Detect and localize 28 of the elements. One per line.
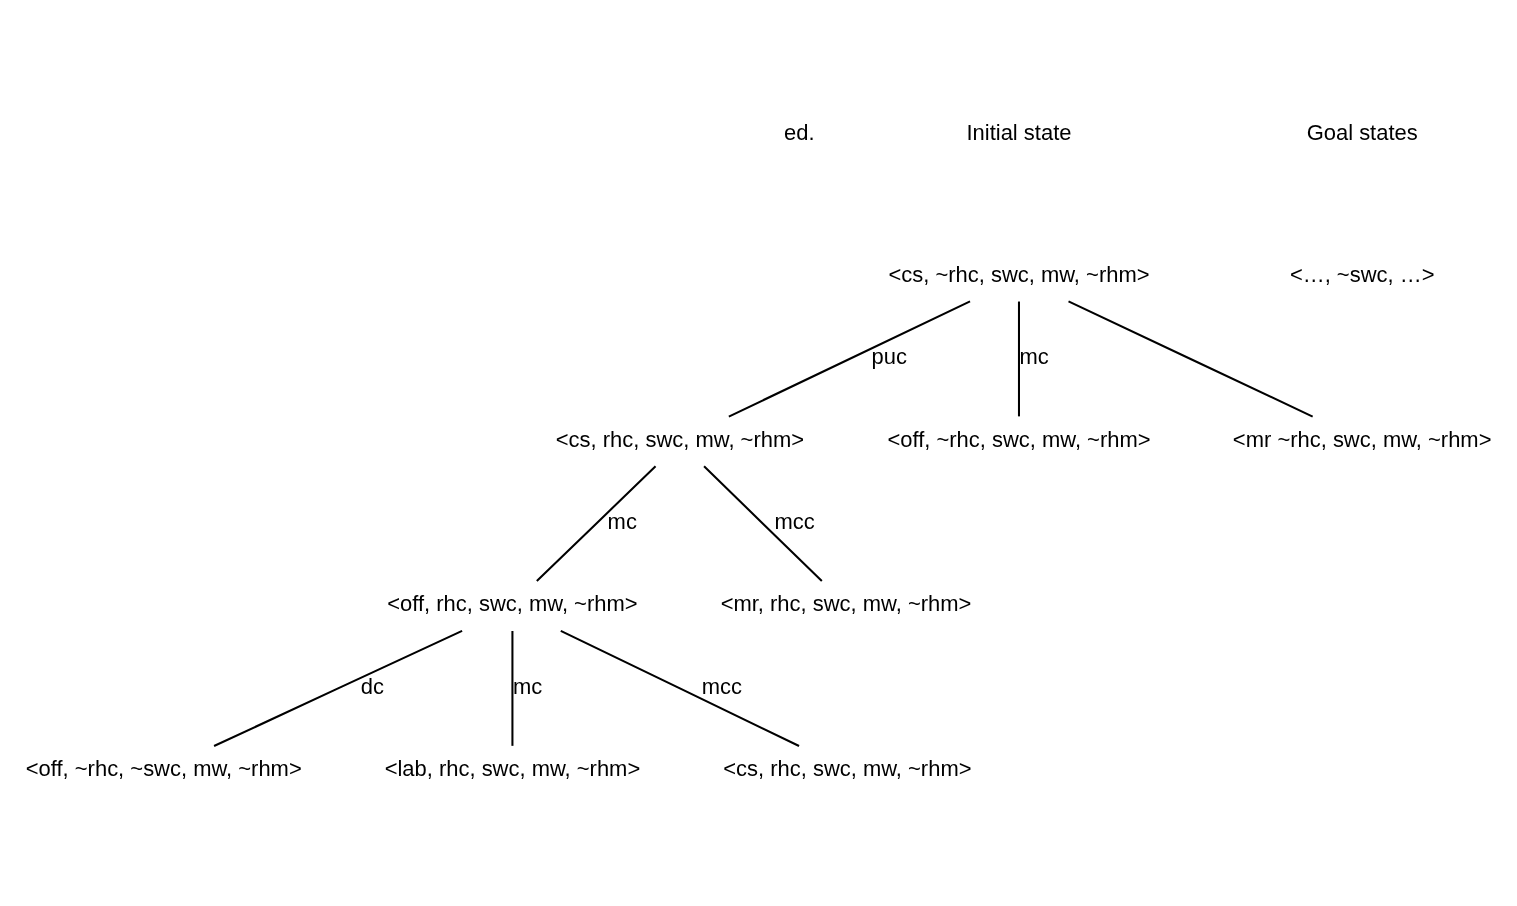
label: Initial state [966, 120, 1072, 146]
connector [1068, 300, 1314, 418]
connector [511, 631, 514, 746]
edge-label: mcc [774, 508, 815, 534]
label: Goal states [1306, 120, 1418, 146]
node-text: <cs, rhc, swc, mw, ~rhm> [555, 426, 805, 452]
node-text: <cs, ~rhc, swc, mw, ~rhm> [888, 261, 1150, 287]
connector [536, 465, 657, 582]
edge-label: mc [1019, 344, 1049, 370]
connector [703, 465, 823, 582]
edge-label: mcc [701, 673, 742, 699]
node-text: <lab, rhc, swc, mw, ~rhm> [384, 756, 641, 782]
connector [213, 629, 463, 747]
edge-label: dc [360, 673, 384, 699]
node-text: <off, rhc, swc, mw, ~rhm> [387, 591, 638, 617]
edge-label: mc [607, 508, 637, 534]
connector [560, 629, 800, 747]
edge-label: puc [871, 344, 907, 370]
label: ed. [784, 120, 815, 146]
node-text: <cs, rhc, swc, mw, ~rhm> [723, 756, 972, 782]
connector [1017, 301, 1020, 417]
edge-label: mc [512, 673, 543, 699]
node-text: <off, ~rhc, swc, mw, ~rhm> [887, 426, 1151, 452]
label: <…, ~swc, …> [1289, 261, 1435, 287]
node-text: <off, ~rhc, ~swc, mw, ~rhm> [25, 756, 302, 782]
connector [728, 300, 971, 418]
node-text: <mr ~rhc, swc, mw, ~rhm> [1232, 426, 1492, 452]
node-text: <mr, rhc, swc, mw, ~rhm> [720, 591, 972, 617]
